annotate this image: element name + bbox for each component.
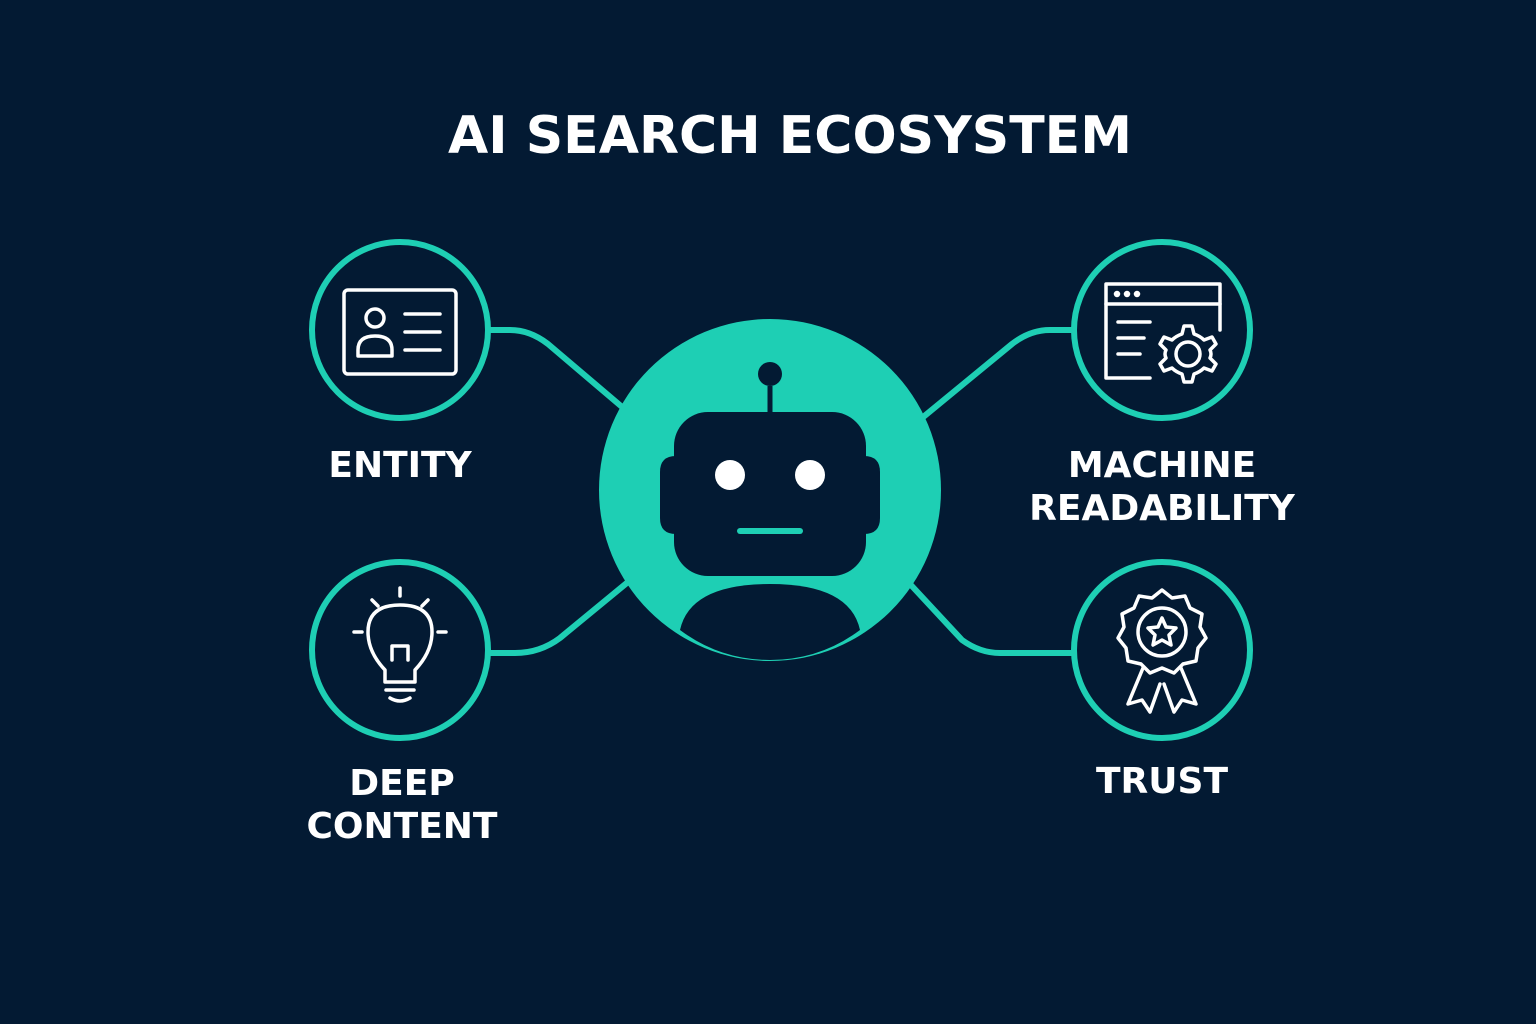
lightbulb-icon [352,586,448,703]
id-card-icon [342,288,458,376]
deep-content-label: DEEP CONTENT [307,762,498,848]
trust-ring [1071,559,1253,741]
connector-machine-readability [919,327,1075,421]
award-badge-icon [1116,588,1208,714]
robot-icon [599,319,941,661]
deep-content-label-line2: CONTENT [306,806,498,847]
machine-readability-label-line2: READABILITY [1029,488,1295,529]
machine-readability-label-line1: MACHINE [1067,445,1257,486]
trust-label: TRUST [1096,760,1228,803]
entity-ring [309,239,491,421]
trust-label-line1: TRUST [1096,761,1228,802]
browser-gear-icon [1104,282,1222,384]
connector-trust [907,581,1075,656]
diagram-title: AI SEARCH ECOSYSTEM [448,106,1132,166]
machine-readability-ring [1071,239,1253,421]
deep-content-label-line1: DEEP [349,763,455,804]
connector-entity [487,327,631,415]
entity-label-line1: ENTITY [328,445,472,486]
deep-content-ring [309,559,491,741]
machine-readability-label: MACHINE READABILITY [1029,444,1295,530]
entity-label: ENTITY [328,444,471,487]
connector-deep-content [487,579,631,656]
